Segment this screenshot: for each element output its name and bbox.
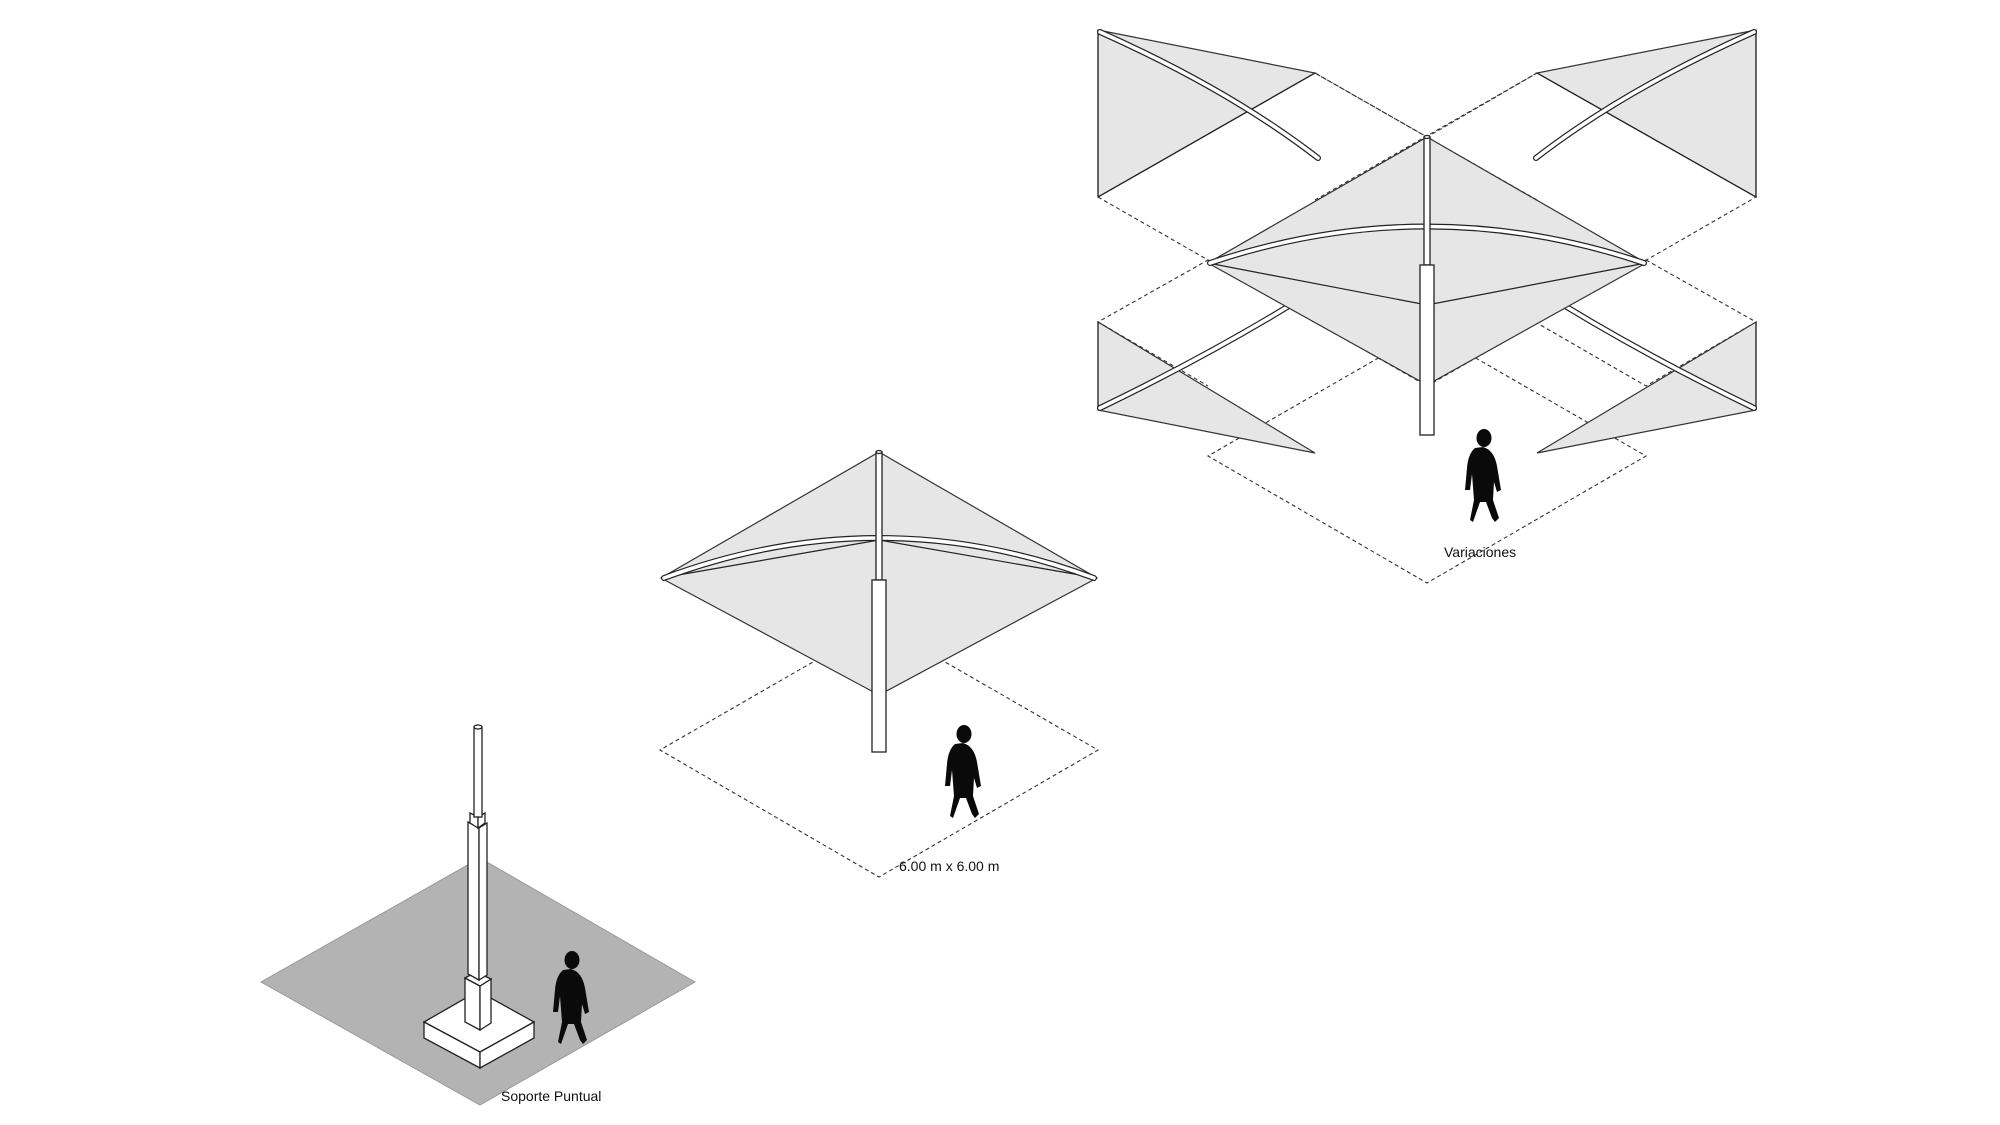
footprint-outline — [1206, 329, 1648, 584]
person-silhouette-icon — [945, 725, 981, 818]
central-umbrella — [1206, 134, 1648, 436]
caption-dimension: 6.00 m x 6.00 m — [899, 858, 1000, 874]
variation-panel-bottom-right — [1533, 285, 1757, 454]
umbrella-group — [658, 449, 1100, 878]
variation-panel-top-right — [1533, 29, 1757, 199]
column-shaft — [467, 724, 488, 982]
soporte-puntual-group — [259, 724, 697, 1106]
caption-variaciones: Variaciones — [1444, 544, 1517, 560]
person-silhouette-icon — [1465, 429, 1501, 522]
column-sleeve — [463, 971, 493, 1032]
mast — [875, 451, 883, 581]
variation-panel-bottom-left — [1097, 285, 1321, 454]
variaciones-group — [1096, 29, 1758, 584]
caption-soporte-puntual: Soporte Puntual — [501, 1088, 602, 1104]
variation-panel-top-left — [1097, 29, 1321, 199]
footprint-outline — [658, 623, 1100, 878]
